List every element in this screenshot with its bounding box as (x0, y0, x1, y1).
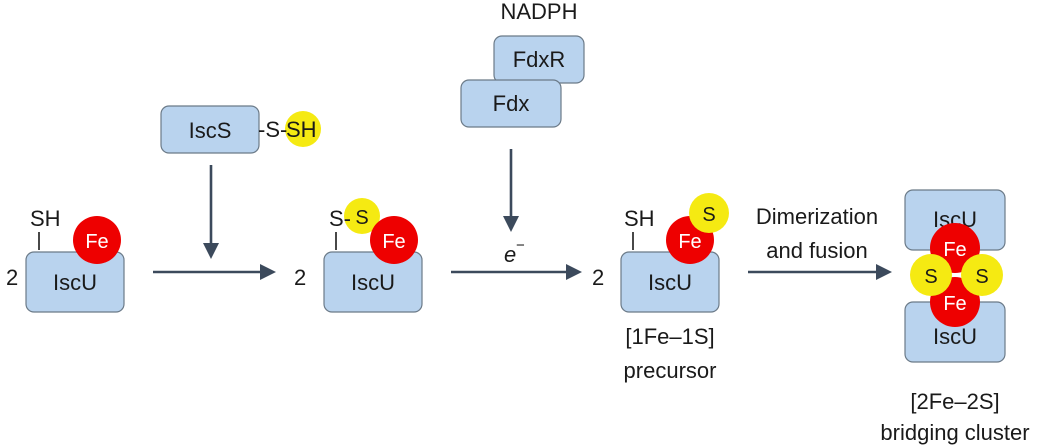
iscs-donor: IscS -S- SH (160, 105, 321, 259)
stage1: 2 IscU SH Fe (6, 206, 125, 313)
stage3-iron-label: Fe (678, 231, 701, 253)
cluster: IscU IscU Fe Fe S S [2Fe–2S] bridging cl… (880, 189, 1030, 445)
iscs-persulfide-s: -S- (258, 117, 287, 142)
stage3-iscu-label: IscU (648, 270, 692, 295)
electron-charge: − (516, 237, 525, 254)
fdx-label: Fdx (493, 91, 530, 116)
cluster-sulfur-right (961, 254, 1003, 296)
stage3-thiol-label: SH (624, 206, 655, 231)
stage3: 2 IscU SH Fe S [1Fe–1S] precursor (592, 193, 729, 383)
arrow-2: e − (451, 237, 582, 280)
electron-label: e (504, 242, 516, 267)
cluster-caption-line1: [2Fe–2S] (910, 389, 999, 414)
iscs-persulfide-sh: SH (286, 117, 317, 142)
stage2-iron-label: Fe (382, 231, 405, 253)
stage1-iron-label: Fe (85, 231, 108, 253)
stage2-sulfur-label: S (355, 207, 368, 229)
stage2-iscu-box (323, 251, 423, 313)
cluster-caption-line2: bridging cluster (880, 420, 1029, 445)
iscs-box (160, 105, 260, 154)
stage1-iscu-label: IscU (53, 270, 97, 295)
stage3-sulfur-label: S (702, 204, 715, 226)
arrow-1 (153, 264, 276, 280)
electron-source: NADPH FdxR Fdx (460, 0, 585, 232)
arrow-3: Dimerization and fusion (748, 204, 892, 280)
stage3-count: 2 (592, 265, 604, 290)
cluster-bottom-iscu-label: IscU (933, 324, 977, 349)
cluster-sulfur-right-label: S (975, 266, 988, 288)
iscs-sulfur-atom (285, 111, 321, 147)
stage2-iron-atom (370, 216, 418, 264)
stage3-caption-line2: precursor (624, 358, 717, 383)
cluster-iron-top-label: Fe (943, 239, 966, 261)
stage2: 2 IscU S- S Fe (294, 198, 423, 313)
cluster-iron-bottom-label: Fe (943, 293, 966, 315)
iscs-label: IscS (189, 118, 232, 143)
stage1-iscu-box (25, 251, 125, 313)
stage2-sulfur-atom (344, 198, 380, 234)
stage2-iscu-label: IscU (351, 270, 395, 295)
cluster-sulfur-left (910, 254, 952, 296)
stage2-count: 2 (294, 265, 306, 290)
stage3-caption-line1: [1Fe–1S] (625, 324, 714, 349)
stage1-iron-atom (73, 216, 121, 264)
stage1-count: 2 (6, 265, 18, 290)
nadph-label: NADPH (500, 0, 577, 24)
step-label-line2: and fusion (766, 238, 868, 263)
fdx-box (460, 79, 562, 128)
stage3-sulfur-atom (689, 193, 729, 233)
fdxr-label: FdxR (513, 47, 566, 72)
cluster-sulfur-left-label: S (924, 266, 937, 288)
step-label-line1: Dimerization (756, 204, 878, 229)
stage2-s-prefix: S- (329, 206, 351, 231)
stage1-thiol-label: SH (30, 206, 61, 231)
